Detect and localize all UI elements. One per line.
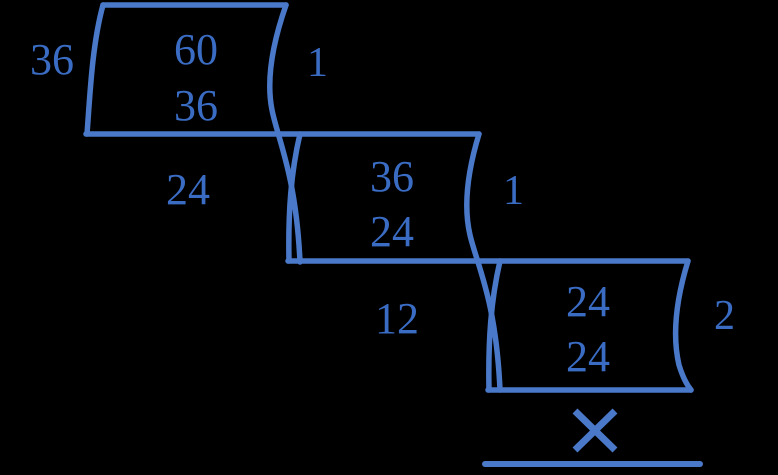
bracket-1-product: 36 <box>174 81 218 130</box>
bracket-1-dividend: 60 <box>174 25 218 74</box>
multiplication-cross-icon-stroke-b <box>572 408 618 453</box>
bracket-3-dividend: 24 <box>566 277 610 326</box>
bracket-3-product: 24 <box>566 332 610 381</box>
bracket-2-remainder: 12 <box>375 294 419 343</box>
bracket-3-right-curve <box>672 258 694 393</box>
bracket-1-quotient: 1 <box>307 40 328 86</box>
bracket-1-remainder: 24 <box>166 165 210 214</box>
bracket-2-dividend: 36 <box>370 152 414 201</box>
bracket-1-right-curve <box>266 2 303 265</box>
bracket-2-product: 24 <box>370 207 414 256</box>
bracket-2-quotient: 1 <box>503 168 524 214</box>
bracket-1-left-curve <box>84 2 106 137</box>
bracket-2-right-curve <box>464 131 503 393</box>
bracket-2-left-curve <box>286 131 303 264</box>
bracket-3-left-curve <box>486 258 503 393</box>
bracket-3-quotient: 2 <box>714 293 735 339</box>
left-divisor-36: 36 <box>30 35 74 84</box>
